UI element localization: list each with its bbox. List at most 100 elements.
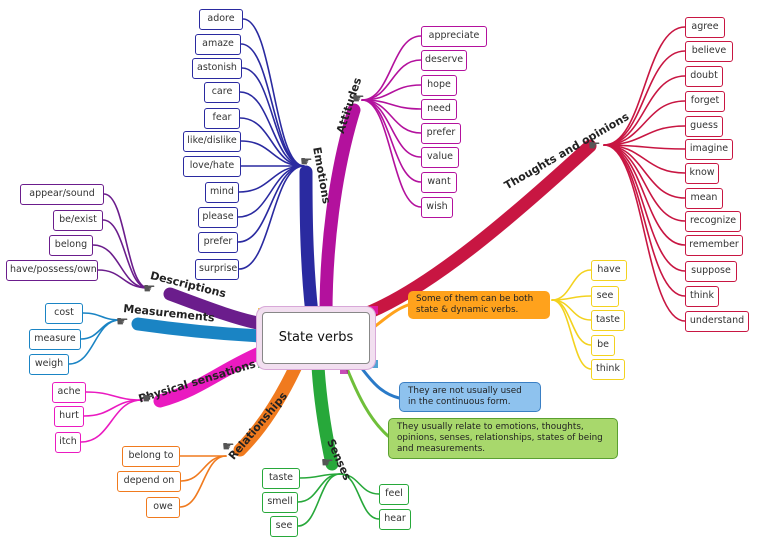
branch-relationships — [233, 359, 303, 457]
leaf-relationships[interactable]: belong to — [122, 446, 180, 467]
leaf-thoughts[interactable]: doubt — [685, 66, 723, 87]
link-note-continuous — [358, 364, 401, 400]
center-decoration — [258, 308, 266, 316]
note-relate-topics[interactable]: They usually relate to emotions, thought… — [388, 418, 618, 459]
leaf-senses[interactable]: see — [270, 516, 298, 537]
fan-dual-verbs — [551, 299, 592, 370]
center-decoration — [340, 366, 348, 374]
leaf-descriptions[interactable]: appear/sound — [20, 184, 104, 205]
leaf-attitudes[interactable]: hope — [421, 75, 457, 96]
leaf-descriptions[interactable]: belong — [49, 235, 93, 256]
fan-dual-verbs — [551, 295, 592, 301]
leaf-emotions[interactable]: love/hate — [183, 156, 241, 177]
fan-thoughts — [603, 144, 686, 322]
leaf-emotions[interactable]: please — [198, 207, 238, 228]
leaf-descriptions[interactable]: be/exist — [53, 210, 103, 231]
leaf-physical[interactable]: ache — [52, 382, 86, 403]
fan-thoughts — [603, 75, 686, 146]
pointing-hand-icon: ☛ — [116, 314, 129, 330]
pointing-hand-icon: ☛ — [222, 439, 235, 455]
link-note-both — [368, 303, 410, 332]
leaf-thoughts[interactable]: think — [685, 286, 719, 307]
fan-emotions — [242, 18, 305, 167]
leaf-emotions[interactable]: care — [204, 82, 240, 103]
leaf-thoughts[interactable]: remember — [685, 235, 743, 256]
leaf-dual-verb[interactable]: see — [591, 286, 619, 307]
leaf-attitudes[interactable]: deserve — [421, 50, 467, 71]
leaf-senses[interactable]: hear — [379, 509, 411, 530]
fan-measurements — [82, 312, 121, 321]
fan-emotions — [237, 165, 305, 243]
fan-attitudes — [361, 35, 422, 101]
leaf-thoughts[interactable]: recognize — [685, 211, 741, 232]
branch-attitudes — [319, 103, 361, 321]
leaf-measurements[interactable]: measure — [29, 329, 81, 350]
leaf-thoughts[interactable]: suppose — [685, 261, 737, 282]
leaf-dual-verb[interactable]: think — [591, 359, 625, 380]
leaf-thoughts[interactable]: guess — [685, 116, 723, 137]
fan-thoughts — [603, 100, 686, 146]
fan-descriptions — [103, 193, 149, 289]
fan-thoughts — [603, 50, 686, 146]
leaf-dual-verb[interactable]: be — [591, 335, 615, 356]
leaf-thoughts[interactable]: agree — [685, 17, 725, 38]
leaf-relationships[interactable]: owe — [146, 497, 180, 518]
fan-attitudes — [361, 99, 422, 208]
leaf-thoughts[interactable]: mean — [685, 188, 723, 209]
leaf-descriptions[interactable]: have/possess/own — [6, 260, 98, 281]
note-both-state-dynamic[interactable]: Some of them can be both state & dynamic… — [408, 291, 550, 319]
branch-thoughts — [353, 139, 597, 323]
fan-descriptions — [102, 219, 149, 289]
leaf-emotions[interactable]: like/dislike — [183, 131, 241, 152]
leaf-thoughts[interactable]: imagine — [685, 139, 733, 160]
branch-emotions — [299, 165, 319, 321]
leaf-attitudes[interactable]: want — [421, 172, 457, 193]
leaf-emotions[interactable]: surprise — [195, 259, 239, 280]
fan-descriptions — [97, 269, 149, 289]
leaf-attitudes[interactable]: need — [421, 99, 457, 120]
leaf-emotions[interactable]: adore — [199, 9, 243, 30]
center-decoration — [370, 306, 378, 314]
fan-measurements — [68, 319, 121, 365]
pointing-hand-icon: ☛ — [321, 455, 334, 471]
leaf-emotions[interactable]: mind — [205, 182, 239, 203]
leaf-thoughts[interactable]: forget — [685, 91, 725, 112]
leaf-physical[interactable]: itch — [55, 432, 81, 453]
leaf-senses[interactable]: smell — [262, 492, 298, 513]
center-decoration — [258, 360, 266, 368]
leaf-emotions[interactable]: astonish — [192, 58, 242, 79]
leaf-measurements[interactable]: weigh — [29, 354, 69, 375]
fan-physical — [85, 391, 143, 401]
leaf-physical[interactable]: hurt — [54, 406, 84, 427]
fan-dual-verbs — [551, 299, 592, 346]
fan-relationships — [180, 455, 227, 482]
leaf-attitudes[interactable]: value — [421, 147, 459, 168]
leaf-attitudes[interactable]: prefer — [421, 123, 461, 144]
leaf-emotions[interactable]: prefer — [198, 232, 238, 253]
fan-physical — [83, 399, 143, 417]
central-topic[interactable]: State verbs — [262, 312, 370, 364]
fan-emotions — [241, 67, 305, 167]
leaf-emotions[interactable]: fear — [204, 108, 240, 129]
leaf-dual-verb[interactable]: taste — [591, 310, 625, 331]
branch-senses — [311, 359, 339, 471]
leaf-attitudes[interactable]: appreciate — [421, 26, 487, 47]
leaf-thoughts[interactable]: know — [685, 163, 719, 184]
pointing-hand-icon: ☛ — [143, 281, 156, 297]
leaf-senses[interactable]: taste — [262, 468, 300, 489]
note-not-continuous[interactable]: They are not usually used in the continu… — [399, 382, 541, 412]
leaf-senses[interactable]: feel — [379, 484, 409, 505]
pointing-hand-icon: ☛ — [588, 138, 601, 154]
leaf-attitudes[interactable]: wish — [421, 197, 453, 218]
leaf-thoughts[interactable]: understand — [685, 311, 749, 332]
pointing-hand-icon: ☛ — [352, 91, 365, 107]
leaf-emotions[interactable]: amaze — [195, 34, 241, 55]
link-note-relate — [344, 364, 390, 438]
fan-thoughts — [603, 144, 686, 272]
leaf-measurements[interactable]: cost — [45, 303, 83, 324]
leaf-thoughts[interactable]: believe — [685, 41, 733, 62]
leaf-dual-verb[interactable]: have — [591, 260, 627, 281]
fan-emotions — [238, 165, 305, 270]
leaf-relationships[interactable]: depend on — [117, 471, 181, 492]
